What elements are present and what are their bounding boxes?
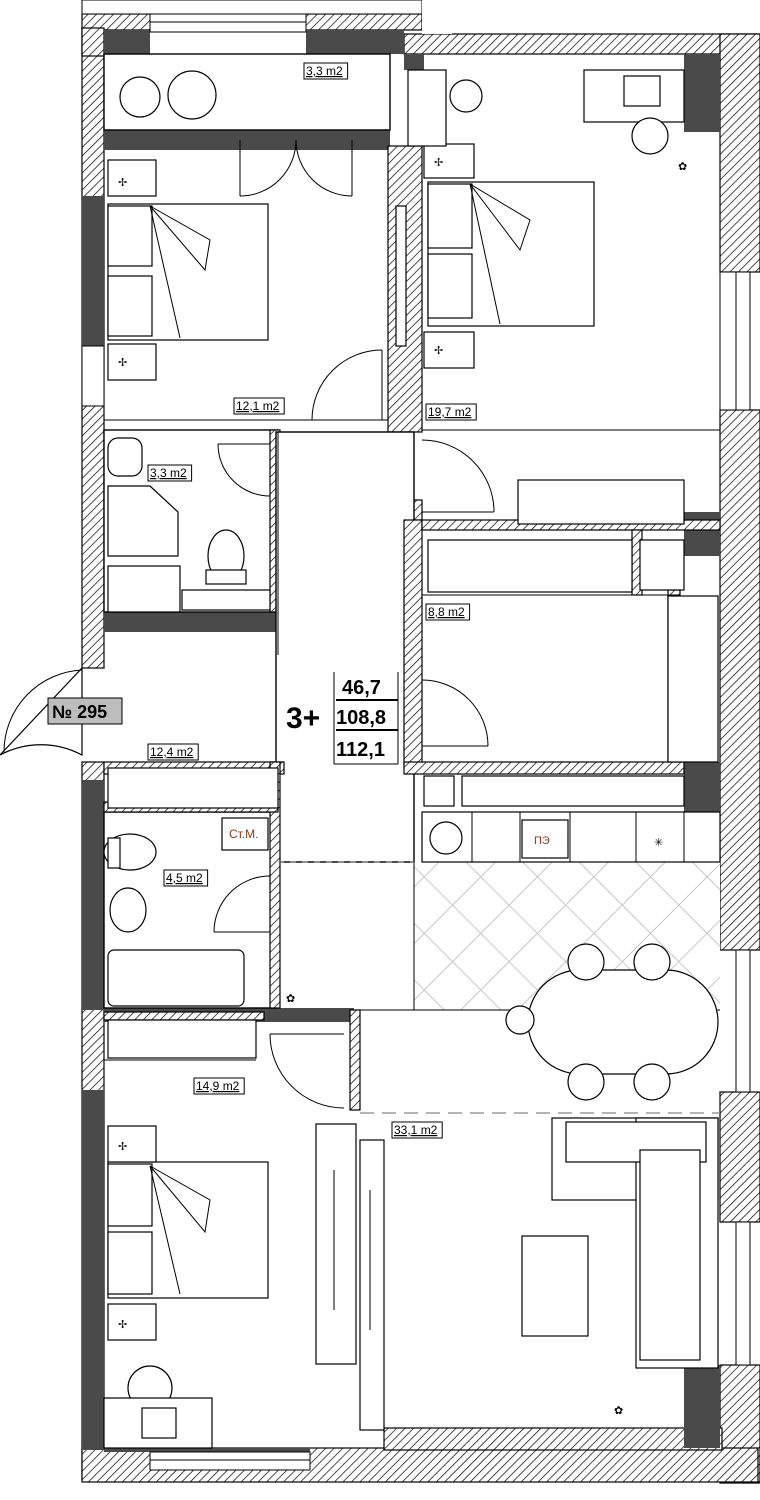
svg-text:✳: ✳ <box>654 837 663 849</box>
room-area-living: 33,1 m2 <box>394 1123 438 1137</box>
svg-text:✿: ✿ <box>286 993 295 1005</box>
structural-walls <box>82 30 720 1452</box>
room-area-bedroom-3: 14,9 m2 <box>196 1079 240 1093</box>
svg-text:✿: ✿ <box>614 1405 623 1417</box>
svg-text:✢: ✢ <box>434 345 443 357</box>
room-area-balcony: 3,3 m2 <box>306 64 343 78</box>
room-label-box-bathroom-2 <box>163 869 209 887</box>
room-label-box-bedroom-2 <box>425 403 477 421</box>
room-label-box-living <box>391 1121 443 1139</box>
svg-text:✢: ✢ <box>434 157 443 169</box>
room-area-bathroom-2: 4,5 m2 <box>166 871 203 885</box>
room-label-box-bathroom-1 <box>147 464 193 482</box>
svg-text:✿: ✿ <box>678 161 687 173</box>
room-area-bathroom-1: 3,3 m2 <box>150 466 187 480</box>
room-area-labels: 3,3 m2 12,1 m2 19,7 m2 3,3 m2 8,8 m2 12,4 m2 4… <box>147 62 477 1139</box>
room-area-hall: 12,4 m2 <box>150 745 194 759</box>
room-label-box-bedroom-3 <box>193 1077 245 1095</box>
svg-text:✢: ✢ <box>118 1141 127 1153</box>
stove-label: ПЭ <box>534 835 550 847</box>
room-type: 3+ <box>286 702 320 735</box>
living-area: 46,7 <box>342 677 381 699</box>
svg-text:✢: ✢ <box>118 1319 127 1331</box>
room-label-box-closet <box>425 603 471 621</box>
room-label-box-balcony <box>303 62 349 80</box>
room-area-bedroom-1: 12,1 m2 <box>236 399 280 413</box>
apartment-number: № 295 <box>52 702 107 722</box>
room-area-bedroom-2: 19,7 m2 <box>428 405 472 419</box>
windows <box>81 13 751 1471</box>
room-label-box-hall <box>147 743 199 761</box>
doors <box>0 139 495 1109</box>
room-label-box-bedroom-1 <box>233 397 285 415</box>
apartment-number-badge: № 295 <box>47 697 123 725</box>
svg-text:✢: ✢ <box>118 357 127 369</box>
svg-text:✢: ✢ <box>118 177 127 189</box>
total-area-with-balcony: 112,1 <box>336 739 385 761</box>
washer-label: Ст.М. <box>229 827 259 841</box>
total-area: 108,8 <box>336 707 386 729</box>
area-summary: 3+ 46,7 108,8 112,1 <box>286 666 400 766</box>
furniture: ✢ ✢ ✢ ✢ ✿ <box>103 69 721 1449</box>
room-area-closet: 8,8 m2 <box>428 605 465 619</box>
fixture-labels: Ст.М. ПЭ <box>229 827 550 847</box>
